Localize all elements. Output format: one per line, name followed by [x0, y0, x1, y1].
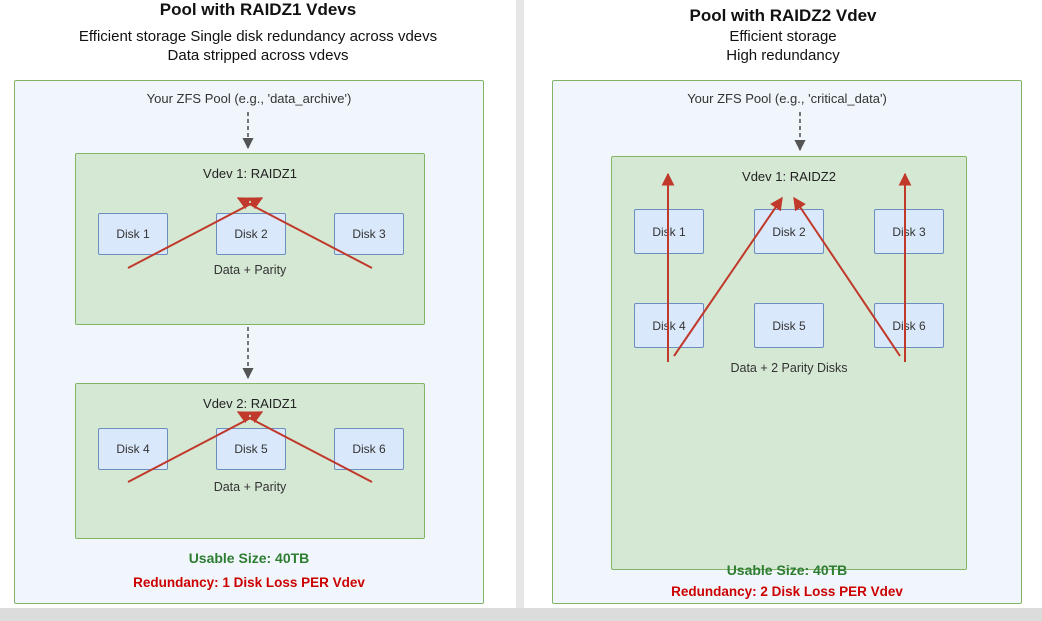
- vdev1-raidz2-caption: Data + 2 Parity Disks: [730, 361, 848, 375]
- redundancy-raidz1: Redundancy: 1 Disk Loss PER Vdev: [133, 575, 365, 590]
- raidz2-subtitle-1: Efficient storage: [729, 28, 837, 45]
- vdev1-raidz1-label: Vdev 1: RAIDZ1: [203, 166, 297, 181]
- disk-4: Disk 4: [98, 428, 168, 470]
- bottom-edge: [0, 608, 1042, 621]
- raidz1-panel-title: Pool with RAIDZ1 Vdevs: [159, 0, 357, 19]
- zfs-pool-box-raidz2: Your ZFS Pool (e.g., 'critical_data') Vd…: [552, 80, 1022, 604]
- raidz1-subtitle-2: Data stripped across vdevs: [167, 47, 349, 64]
- vdev2-caption: Data + Parity: [213, 480, 287, 494]
- raidz2-panel-title: Pool with RAIDZ2 Vdev: [689, 6, 877, 25]
- vdev1-raidz1-box: Vdev 1: RAIDZ1 Disk 1 Disk 2 Disk 3 Data…: [75, 153, 425, 325]
- raidz1-subtitle-1: Efficient storage Single disk redundancy…: [78, 28, 438, 45]
- usable-size-raidz2: Usable Size: 40TB: [726, 562, 848, 578]
- raidz2-subtitle-2: High redundancy: [726, 47, 840, 64]
- redundancy-raidz2: Redundancy: 2 Disk Loss PER Vdev: [671, 584, 903, 599]
- pool-label-raidz1: Your ZFS Pool (e.g., 'data_archive'): [146, 91, 352, 106]
- vdev2-raidz1-label: Vdev 2: RAIDZ1: [203, 396, 297, 411]
- disk-4: Disk 4: [634, 303, 704, 348]
- vdev1-raidz2-label: Vdev 1: RAIDZ2: [742, 169, 836, 184]
- disk-1: Disk 1: [634, 209, 704, 254]
- disk-1: Disk 1: [98, 213, 168, 255]
- disk-2: Disk 2: [754, 209, 824, 254]
- zfs-pool-box-raidz1: Your ZFS Pool (e.g., 'data_archive') Vde…: [14, 80, 484, 604]
- disk-6: Disk 6: [874, 303, 944, 348]
- disk-6: Disk 6: [334, 428, 404, 470]
- vdev1-caption: Data + Parity: [213, 263, 287, 277]
- vdev2-raidz1-box: Vdev 2: RAIDZ1 Disk 4 Disk 5 Disk 6 Data…: [75, 383, 425, 539]
- disk-3: Disk 3: [334, 213, 404, 255]
- vdev1-raidz2-box: Vdev 1: RAIDZ2 Disk 1 Disk 2 Disk 3 Disk…: [611, 156, 967, 570]
- usable-size-raidz1: Usable Size: 40TB: [188, 550, 310, 566]
- disk-5: Disk 5: [754, 303, 824, 348]
- disk-3: Disk 3: [874, 209, 944, 254]
- disk-5: Disk 5: [216, 428, 286, 470]
- disk-2: Disk 2: [216, 213, 286, 255]
- pool-label-raidz2: Your ZFS Pool (e.g., 'critical_data'): [687, 91, 887, 106]
- panel-divider: [516, 0, 524, 621]
